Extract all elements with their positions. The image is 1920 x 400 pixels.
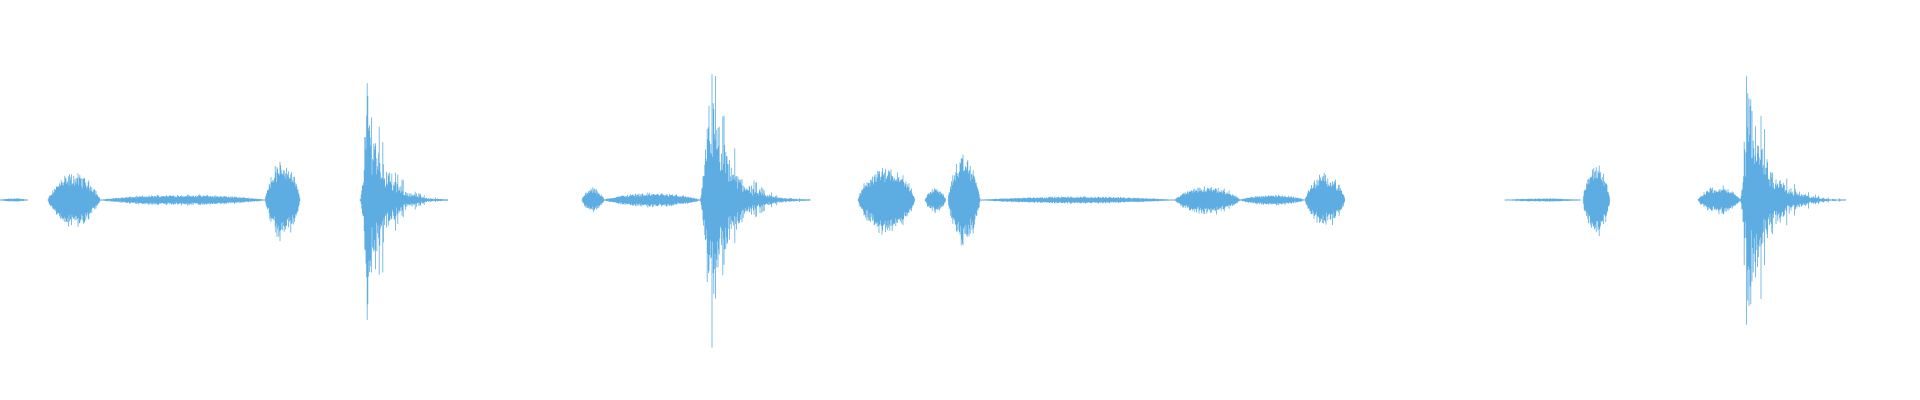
waveform-clip-1-lead: [0, 198, 28, 202]
waveform-clip-6-lead: [1697, 185, 1741, 215]
waveform-clip-6-hit: [1739, 76, 1846, 325]
waveform-clip-4-pulse: [947, 154, 981, 246]
waveform-clip-3-lead: [603, 192, 700, 208]
waveform-clip-1-pulse: [264, 161, 301, 242]
waveform-clip-5-pulse: [1582, 165, 1611, 237]
waveform-clip-2-hit: [359, 83, 448, 320]
waveform-clip-4-swell: [857, 167, 915, 235]
waveform-clip-4-crackle: [1304, 172, 1345, 226]
waveform-clip-4-tail-2: [1239, 194, 1306, 206]
waveform-clip-5-lead: [1504, 198, 1581, 202]
waveform-clip-1-tail: [99, 194, 266, 206]
waveform-segments: [0, 74, 1846, 348]
waveform-clip-4-hum: [1174, 186, 1241, 215]
waveform-clip-1-swell: [47, 173, 100, 227]
waveform-clip-4-tail: [979, 196, 1176, 204]
waveform-clip-4-blip: [924, 188, 946, 214]
waveform-clip-3-blip: [581, 187, 604, 212]
waveform-clip-3-hit: [699, 74, 811, 348]
